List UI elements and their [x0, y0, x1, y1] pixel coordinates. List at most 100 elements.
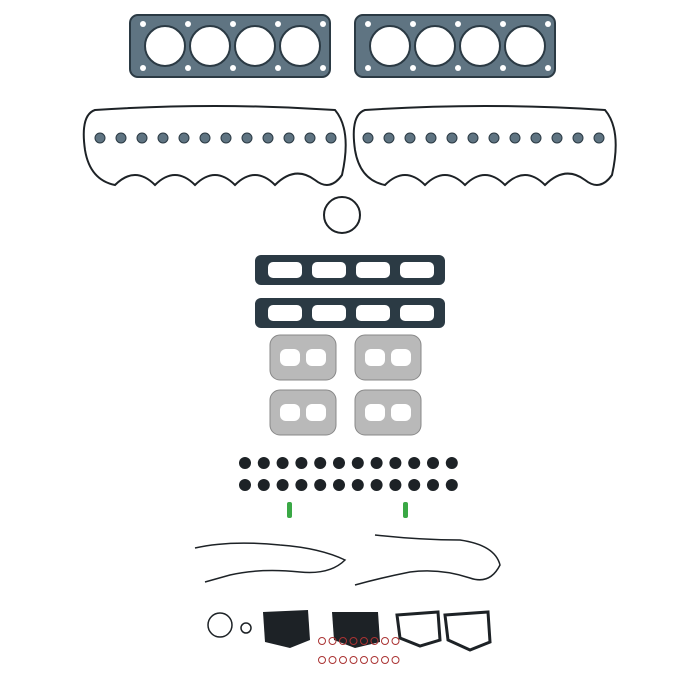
spark-plug-seal: [425, 132, 437, 144]
spark-plug-seal: [283, 132, 295, 144]
cylinder-bore: [369, 25, 411, 67]
cylinder-bore: [279, 25, 321, 67]
valve-stem-seal: [389, 457, 402, 469]
bolt-hole: [140, 21, 146, 27]
bolt-hole: [545, 65, 551, 71]
o-ring: [323, 196, 361, 234]
valve-stem-seal: [276, 479, 289, 491]
exhaust-port: [391, 349, 411, 366]
small-o-ring: [370, 656, 379, 664]
valve-stem-seal: [408, 479, 421, 491]
bolt-hole: [410, 65, 416, 71]
bolt-hole: [320, 65, 326, 71]
exhaust-gasket: [269, 334, 337, 381]
valve-stem-seal: [370, 457, 383, 469]
exhaust-port: [365, 404, 385, 421]
spark-plug-seal: [241, 132, 253, 144]
bolt-hole: [185, 65, 191, 71]
bolt-hole: [140, 65, 146, 71]
intake-port: [268, 262, 302, 278]
bolt-hole: [455, 65, 461, 71]
valve-cover-outline: [352, 105, 617, 187]
small-o-ring: [360, 656, 368, 664]
valve-stem-seal: [370, 479, 383, 491]
exhaust-gasket-body: [269, 389, 337, 436]
exhaust-gasket-body: [269, 334, 337, 381]
spark-plug-seal: [94, 132, 106, 144]
spark-plug-seal: [404, 132, 416, 144]
exhaust-port: [391, 404, 411, 421]
spark-plug-seal: [383, 132, 395, 144]
bolt-hole: [230, 65, 236, 71]
head-gasket: [129, 14, 331, 78]
spark-plug-seal: [446, 132, 458, 144]
timing-cover-gasket: [354, 534, 501, 586]
spark-plug-seal: [362, 132, 374, 144]
valve-stem-seal: [445, 479, 458, 491]
intake-port: [400, 305, 434, 321]
exhaust-port: [280, 404, 300, 421]
spark-plug-seal: [220, 132, 232, 144]
valve-stem-seal: [314, 457, 327, 469]
o-ring: [240, 622, 252, 634]
valve-stem-seal: [257, 457, 270, 469]
exhaust-port: [365, 349, 385, 366]
bolt-hole: [500, 21, 506, 27]
head-gasket: [354, 14, 556, 78]
valve-stem-seal: [239, 479, 251, 491]
cylinder-bore: [459, 25, 501, 67]
timing-cover-gasket: [194, 542, 347, 583]
bolt-hole: [275, 21, 281, 27]
intake-manifold-gasket: [255, 298, 445, 328]
cylinder-bore: [504, 25, 546, 67]
thermostat-gasket: [395, 610, 442, 648]
bolt-hole: [320, 21, 326, 27]
valve-stem-seal: [427, 479, 439, 491]
thermostat-gasket: [443, 610, 492, 652]
water-pump-gasket: [263, 610, 310, 648]
bolt-hole: [455, 21, 461, 27]
bolt-hole: [545, 21, 551, 27]
intake-port: [356, 262, 390, 278]
valve-stem-seal: [333, 457, 345, 469]
small-o-ring: [318, 637, 326, 645]
exhaust-gasket: [269, 389, 337, 436]
intake-gasket-body: [255, 255, 445, 285]
small-o-ring: [360, 637, 368, 645]
exhaust-gasket: [354, 334, 422, 381]
valve-stem-seal: [257, 479, 270, 491]
valve-stem-seal: [333, 479, 345, 491]
exhaust-gasket-body: [354, 334, 422, 381]
valve-stem-seal: [295, 479, 308, 491]
valve-cover-gasket: [352, 105, 617, 187]
spark-plug-seal: [157, 132, 169, 144]
exhaust-port: [280, 349, 300, 366]
intake-manifold-gasket: [255, 255, 445, 285]
intake-port: [312, 262, 346, 278]
bolt-hole: [365, 65, 371, 71]
bolt-hole: [500, 65, 506, 71]
exhaust-gasket: [354, 389, 422, 436]
valve-cover-gasket: [82, 105, 347, 187]
intake-port: [312, 305, 346, 321]
spark-plug-seal: [593, 132, 605, 144]
intake-port: [400, 262, 434, 278]
spark-plug-seal: [509, 132, 521, 144]
valve-stem-seal: [351, 457, 364, 469]
spark-plug-seal: [178, 132, 190, 144]
cylinder-bore: [144, 25, 186, 67]
small-o-ring: [381, 656, 389, 664]
small-o-ring: [381, 637, 389, 645]
valve-stem-seal: [427, 457, 439, 469]
small-o-ring: [391, 637, 400, 645]
spark-plug-seal: [304, 132, 316, 144]
small-o-ring: [318, 656, 326, 664]
cylinder-bore: [414, 25, 456, 67]
spark-plug-seal: [551, 132, 563, 144]
spark-plug-seal: [530, 132, 542, 144]
intake-port: [268, 305, 302, 321]
spark-plug-seal: [488, 132, 500, 144]
bolt-hole: [365, 21, 371, 27]
spark-plug-seal: [325, 132, 337, 144]
